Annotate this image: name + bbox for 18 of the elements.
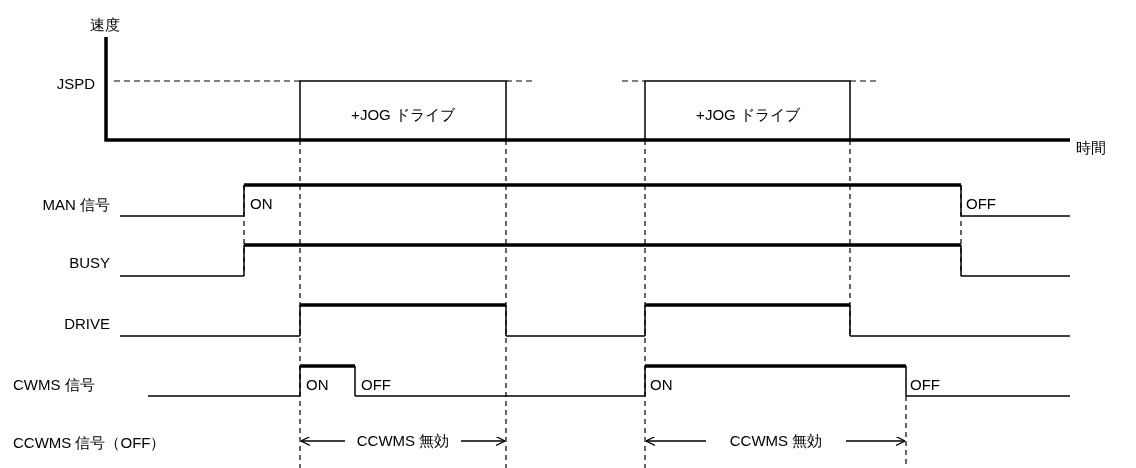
state-label: OFF <box>361 376 391 394</box>
state-label: ON <box>650 376 673 394</box>
span-label: CCWMS 無効 <box>729 432 823 450</box>
signal-name: DRIVE <box>64 315 110 333</box>
state-label: ON <box>250 195 273 213</box>
signal-name: CWMS 信号 <box>13 376 95 394</box>
signal-name: CCWMS 信号（OFF） <box>13 434 166 452</box>
signal-name: MAN 信号 <box>42 196 110 214</box>
state-label: OFF <box>910 376 940 394</box>
pulse-label: +JOG ドライブ <box>696 106 800 124</box>
state-label: ON <box>306 376 329 394</box>
pulse-label: +JOG ドライブ <box>351 106 455 124</box>
signal-name: BUSY <box>69 254 110 272</box>
span-label: CCWMS 無効 <box>356 432 450 450</box>
state-label: OFF <box>966 195 996 213</box>
axis-title: 速度 <box>90 16 120 34</box>
axis-title: 時間 <box>1076 139 1106 157</box>
level-label: JSPD <box>56 75 95 93</box>
